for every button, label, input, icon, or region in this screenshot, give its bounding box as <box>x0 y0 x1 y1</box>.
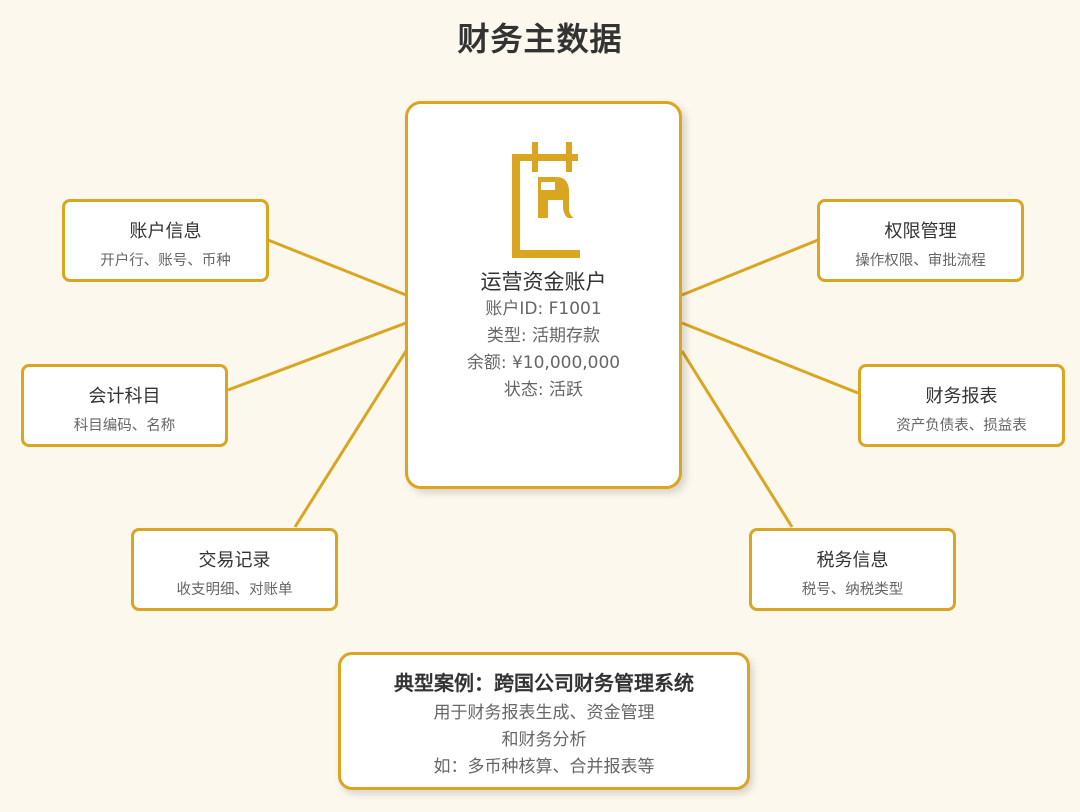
connector-tax-info <box>680 350 794 528</box>
node-title: 财务报表 <box>925 386 998 407</box>
node-account-info[interactable]: 账户信息 开户行、账号、币种 <box>62 199 269 282</box>
node-subtitle: 资产负债表、损益表 <box>896 418 1027 434</box>
node-transaction-records[interactable]: 交易记录 收支明细、对账单 <box>131 528 338 611</box>
connector-accounting-subject <box>227 321 407 392</box>
node-permission-management[interactable]: 权限管理 操作权限、审批流程 <box>817 199 1024 282</box>
node-title: 账户信息 <box>129 221 202 242</box>
account-id: 账户ID: F1001 <box>485 299 602 319</box>
node-subtitle: 税号、纳税类型 <box>801 582 904 598</box>
node-title: 会计科目 <box>88 386 161 407</box>
node-title: 权限管理 <box>884 221 957 242</box>
connector-transactions <box>293 350 408 528</box>
account-type: 类型: 活期存款 <box>486 326 601 346</box>
connector-permissions <box>681 238 819 297</box>
account-status: 状态: 活跃 <box>503 380 584 400</box>
node-accounting-subject[interactable]: 会计科目 科目编码、名称 <box>21 364 228 447</box>
node-title: 交易记录 <box>198 550 271 571</box>
connector-financial-reports <box>681 321 859 395</box>
node-title: 税务信息 <box>816 550 889 571</box>
node-tax-info[interactable]: 税务信息 税号、纳税类型 <box>749 528 956 611</box>
case-line: 用于财务报表生成、资金管理 <box>433 703 655 723</box>
account-ledger-icon <box>408 142 679 264</box>
node-subtitle: 收支明细、对账单 <box>176 582 293 598</box>
case-study-box: 典型案例：跨国公司财务管理系统 用于财务报表生成、资金管理 和财务分析 如：多币… <box>338 652 750 790</box>
account-balance: 余额: ¥10,000,000 <box>466 353 621 373</box>
node-subtitle: 操作权限、审批流程 <box>855 253 986 269</box>
node-subtitle: 开户行、账号、币种 <box>100 253 231 269</box>
connector-account-info <box>267 238 407 297</box>
case-line: 如：多币种核算、合并报表等 <box>433 757 655 777</box>
page-title: 财务主数据 <box>457 20 623 58</box>
case-line: 和财务分析 <box>501 730 587 750</box>
account-name: 运营资金账户 <box>480 270 607 294</box>
node-subtitle: 科目编码、名称 <box>73 418 176 434</box>
center-account-card[interactable]: 运营资金账户 账户ID: F1001 类型: 活期存款 余额: ¥10,000,… <box>405 101 682 489</box>
node-financial-reports[interactable]: 财务报表 资产负债表、损益表 <box>858 364 1065 447</box>
case-title: 典型案例：跨国公司财务管理系统 <box>394 671 694 695</box>
